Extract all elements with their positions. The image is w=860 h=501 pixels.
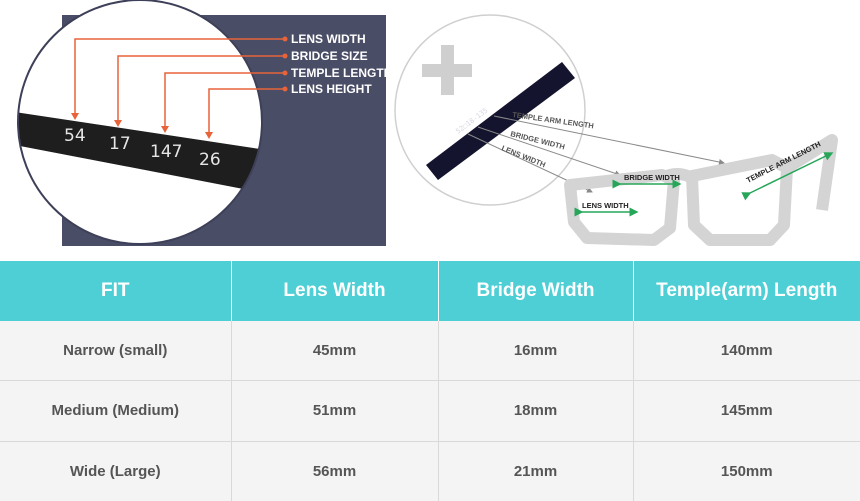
marking-number: 54 xyxy=(64,126,86,146)
bridge-width-cell: 18mm xyxy=(438,380,634,442)
frame-marking-illustration: 54 17 147 26 LENS WIDTH BRIDGE SIZE TEMP… xyxy=(17,0,390,246)
size-chart-table: FIT Lens Width Bridge Width Temple(arm) … xyxy=(0,261,860,501)
header-bridge-width: Bridge Width xyxy=(438,261,634,321)
label-lens-height: LENS HEIGHT xyxy=(291,82,372,96)
header-temple-length: Temple(arm) Length xyxy=(633,261,860,321)
glasses-measurement-illustration: 52□18-135 TEMPLE ARM LENGTH BRIDGE WIDTH… xyxy=(394,14,838,246)
label-bridge-size: BRIDGE SIZE xyxy=(291,49,368,63)
glasses-label-lens: LENS WIDTH xyxy=(582,201,629,210)
label-temple-length: TEMPLE LENGTH xyxy=(291,66,390,80)
temple-length-cell: 145mm xyxy=(633,380,860,442)
bridge-width-cell: 16mm xyxy=(438,321,634,382)
plus-icon xyxy=(422,45,472,95)
magnifier-rim xyxy=(17,0,263,245)
temple-length-cell: 150mm xyxy=(633,441,860,501)
table-row: Narrow (small) 45mm 16mm 140mm xyxy=(0,321,860,382)
glasses-label-bridge: BRIDGE WIDTH xyxy=(624,173,680,182)
header-fit: FIT xyxy=(0,261,232,321)
temple-arm xyxy=(426,62,575,180)
magnifier-lens: 54 17 147 26 xyxy=(18,0,262,244)
arrow-heads xyxy=(71,36,288,139)
temple-length-measure xyxy=(741,152,834,201)
table-row: Wide (Large) 56mm 21mm 150mm xyxy=(0,441,860,501)
pointer-arrows xyxy=(74,38,285,132)
marking-number: 147 xyxy=(150,142,182,162)
temple-band xyxy=(18,112,262,196)
header-lens-width: Lens Width xyxy=(231,261,439,321)
label-lens-width: LENS WIDTH xyxy=(291,32,366,46)
temple-length-cell: 140mm xyxy=(633,321,860,382)
fit-cell: Wide (Large) xyxy=(0,441,232,501)
lens-width-cell: 45mm xyxy=(231,321,439,382)
table-header-row: FIT Lens Width Bridge Width Temple(arm) … xyxy=(0,261,860,321)
fit-cell: Narrow (small) xyxy=(0,321,232,382)
bridge-width-cell: 21mm xyxy=(438,441,634,501)
marking-number: 17 xyxy=(109,134,131,154)
lens-width-cell: 51mm xyxy=(231,380,439,442)
table-row: Medium (Medium) 51mm 18mm 145mm xyxy=(0,380,860,442)
lens-width-cell: 56mm xyxy=(231,441,439,501)
marking-number: 26 xyxy=(199,150,221,170)
fit-cell: Medium (Medium) xyxy=(0,380,232,442)
magnifier-circle xyxy=(394,14,586,206)
